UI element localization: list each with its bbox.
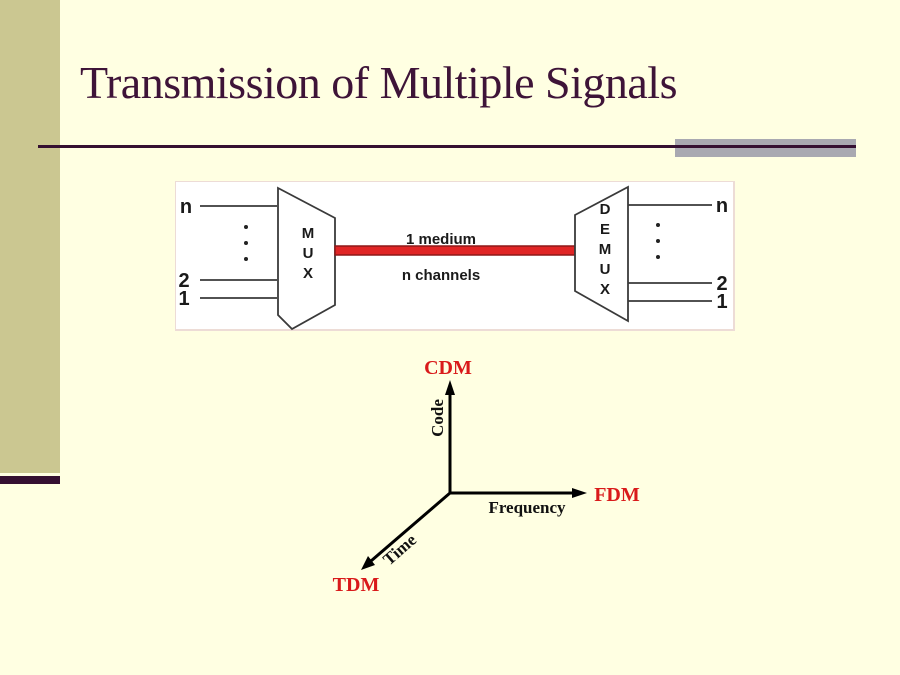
- left-sidebar-bar: [0, 0, 60, 473]
- title-rule: [38, 145, 856, 148]
- time-axis: [370, 491, 451, 563]
- medium-label: 1 medium: [406, 231, 476, 248]
- input-label-2: 2: [178, 270, 189, 292]
- left-ellipsis-dot: [244, 241, 248, 245]
- fdm-label: FDM: [594, 484, 640, 506]
- tdm-label: TDM: [333, 574, 380, 596]
- mux-letter: U: [303, 245, 314, 262]
- axes-svg: CDM Code FDM Frequency Time TDM: [333, 357, 640, 596]
- right-ellipsis-dot: [656, 255, 660, 259]
- channels-label: n channels: [402, 267, 480, 284]
- mux-shape: [277, 186, 336, 331]
- sidebar-accent-bar: [0, 476, 60, 484]
- right-ellipsis-dot: [656, 239, 660, 243]
- demux-letter: X: [600, 281, 610, 298]
- cdm-label: CDM: [424, 357, 472, 379]
- mux-demux-svg: n 2 1 M U X 1 medium n channels D E M U …: [175, 181, 735, 331]
- output-label-1: 1: [716, 291, 727, 313]
- mux-letter: M: [302, 225, 315, 242]
- code-axis-label: Code: [428, 399, 447, 437]
- right-ellipsis-dot: [656, 223, 660, 227]
- left-ellipsis-dot: [244, 257, 248, 261]
- title-rule-gray-accent: [675, 139, 856, 157]
- time-axis-arrow-icon: [361, 556, 375, 570]
- left-ellipsis-dot: [244, 225, 248, 229]
- mux-letter: X: [303, 265, 313, 282]
- frequency-axis-arrow-icon: [572, 488, 587, 498]
- frequency-axis-label: Frequency: [488, 498, 566, 517]
- time-axis-label: Time: [379, 530, 420, 569]
- multiplexing-axes-figure: CDM Code FDM Frequency Time TDM: [300, 352, 650, 602]
- demux-letter: U: [600, 261, 611, 278]
- demux-letter: D: [600, 201, 611, 218]
- demux-letter: M: [599, 241, 612, 258]
- slide-title: Transmission of Multiple Signals: [80, 57, 677, 108]
- code-axis-arrow-icon: [445, 380, 455, 395]
- input-label-n: n: [180, 196, 192, 218]
- output-label-n: n: [716, 195, 728, 217]
- demux-shape: [574, 185, 629, 323]
- mux-demux-figure: n 2 1 M U X 1 medium n channels D E M U …: [175, 181, 735, 331]
- input-label-1: 1: [178, 288, 189, 310]
- output-label-2: 2: [716, 273, 727, 295]
- demux-letter: E: [600, 221, 610, 238]
